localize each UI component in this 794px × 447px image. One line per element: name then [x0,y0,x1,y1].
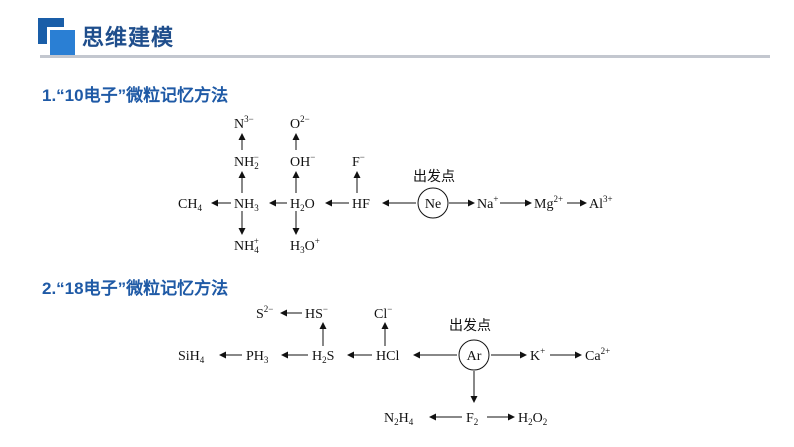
o2-ion-label: O2− [290,114,310,132]
k-ion-label: K+ [530,346,545,364]
f-ion-label: F− [352,152,365,170]
n2h4-label: N2H4 [384,411,414,427]
sih4-label: SiH4 [178,349,205,365]
n3-ion-label: N3− [234,114,254,132]
hs-ion-label: HS− [305,304,328,322]
hcl-label: HCl [376,349,399,364]
nh2-ion-label: NH2− [234,152,259,171]
ar-circle [458,339,490,371]
ne-circle [417,187,449,219]
oh-ion-label: OH− [290,152,315,170]
start-label-10: 出发点 [413,169,455,185]
al-ion-label: Al3+ [589,194,613,212]
mg-ion-label: Mg2+ [534,194,563,212]
nh4-ion-label: NH4+ [234,236,259,255]
header-bar: 思维建模 [0,0,794,60]
section-title-10-electron: 1.“10电子”微粒记忆方法 [42,86,229,105]
logo-squares-icon [38,18,75,55]
start-label-18: 出发点 [449,318,491,334]
f2-label: F2 [466,411,478,427]
page-title: 思维建模 [82,25,175,50]
diagram-18-electron: 出发点 Ar SiH4 PH3 H2S HCl K+ Ca2+ S2− HS− … [178,304,610,427]
section-title-18-electron: 2.“18电子”微粒记忆方法 [42,279,229,298]
cl-ion-label: Cl− [374,304,392,322]
h3o-ion-label: H3O+ [290,236,320,255]
hf-label: HF [352,197,370,212]
ar-label: Ar [467,349,482,364]
s2-ion-label: S2− [256,304,273,322]
h2o2-label: H2O2 [518,411,547,427]
ph3-label: PH3 [246,349,269,365]
nh3-label: NH3 [234,197,259,213]
h2o-label: H2O [290,197,315,213]
na-ion-label: Na+ [477,194,498,212]
h2s-label: H2S [312,349,334,365]
ca-ion-label: Ca2+ [585,346,610,364]
header-divider [40,55,770,58]
diagram-10-electron: 出发点 Ne CH4 NH3 H2O HF Na+ Mg2+ Al3+ N3− … [178,114,613,255]
ch4-label: CH4 [178,197,202,213]
ne-label: Ne [425,197,441,212]
